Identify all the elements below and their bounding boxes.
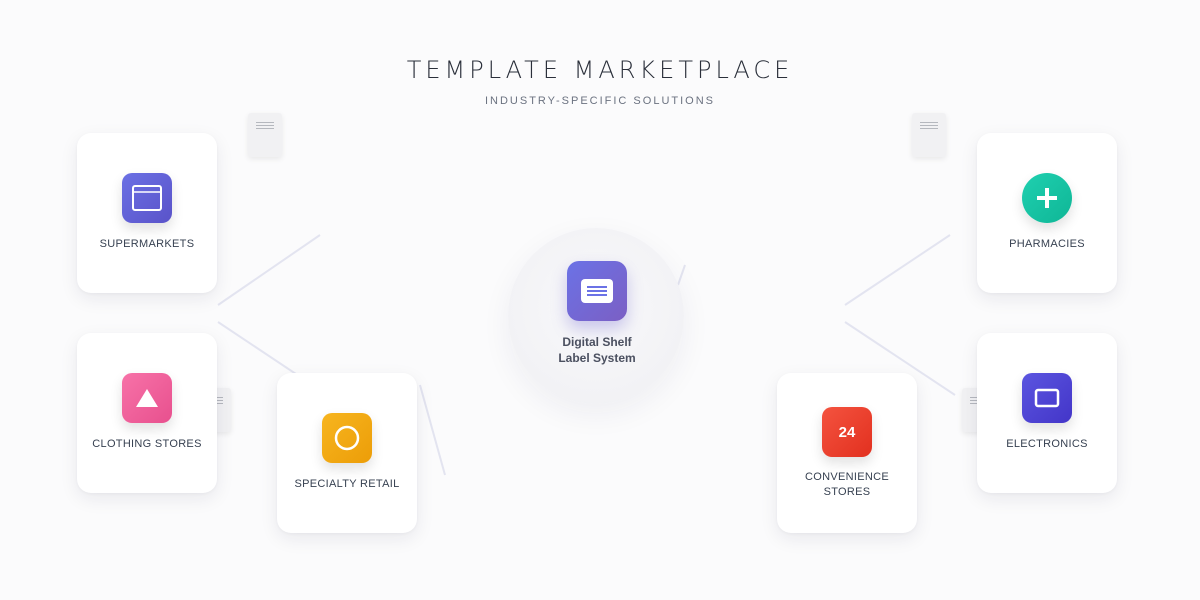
card-pharmacies[interactable]: PHARMACIES <box>977 133 1117 293</box>
card-label: SPECIALTY RETAIL <box>294 478 400 490</box>
triangle-icon <box>122 373 172 423</box>
document-icon <box>912 113 946 157</box>
hub-label: Digital Shelf Label System <box>520 334 674 366</box>
connector-line <box>419 384 446 476</box>
card-supermarkets[interactable]: SUPERMARKETS <box>77 133 217 293</box>
shelf-label-icon[interactable] <box>567 261 627 321</box>
card-convenience-stores[interactable]: 24 CONVENIENCE STORES <box>777 373 917 533</box>
card-label: CONVENIENCE STORES <box>805 471 889 498</box>
document-icon <box>248 113 282 157</box>
card-specialty-retail[interactable]: SPECIALTY RETAIL <box>277 373 417 533</box>
card-label: PHARMACIES <box>1009 238 1085 250</box>
card-clothing-stores[interactable]: CLOTHING STORES <box>77 333 217 493</box>
plus-icon <box>1022 173 1072 223</box>
page-subtitle: INDUSTRY-SPECIFIC SOLUTIONS <box>484 95 716 107</box>
card-electronics[interactable]: ELECTRONICS <box>977 333 1117 493</box>
connector-line <box>217 234 321 306</box>
card-label: SUPERMARKETS <box>99 238 195 250</box>
hub-label-line2: Label System <box>558 351 636 365</box>
badge-text: 24 <box>838 423 856 441</box>
card-label: CLOTHING STORES <box>92 438 202 450</box>
card-label: ELECTRONICS <box>1006 438 1088 450</box>
screen-icon <box>1022 373 1072 423</box>
hub-label-line1: Digital Shelf <box>562 335 632 349</box>
circle-icon <box>322 413 372 463</box>
page-title: TEMPLATE MARKETPLACE <box>406 56 794 84</box>
connector-line <box>844 234 951 306</box>
connector-line <box>677 264 686 286</box>
24-badge-icon: 24 <box>822 407 872 457</box>
square-frame-icon <box>122 173 172 223</box>
